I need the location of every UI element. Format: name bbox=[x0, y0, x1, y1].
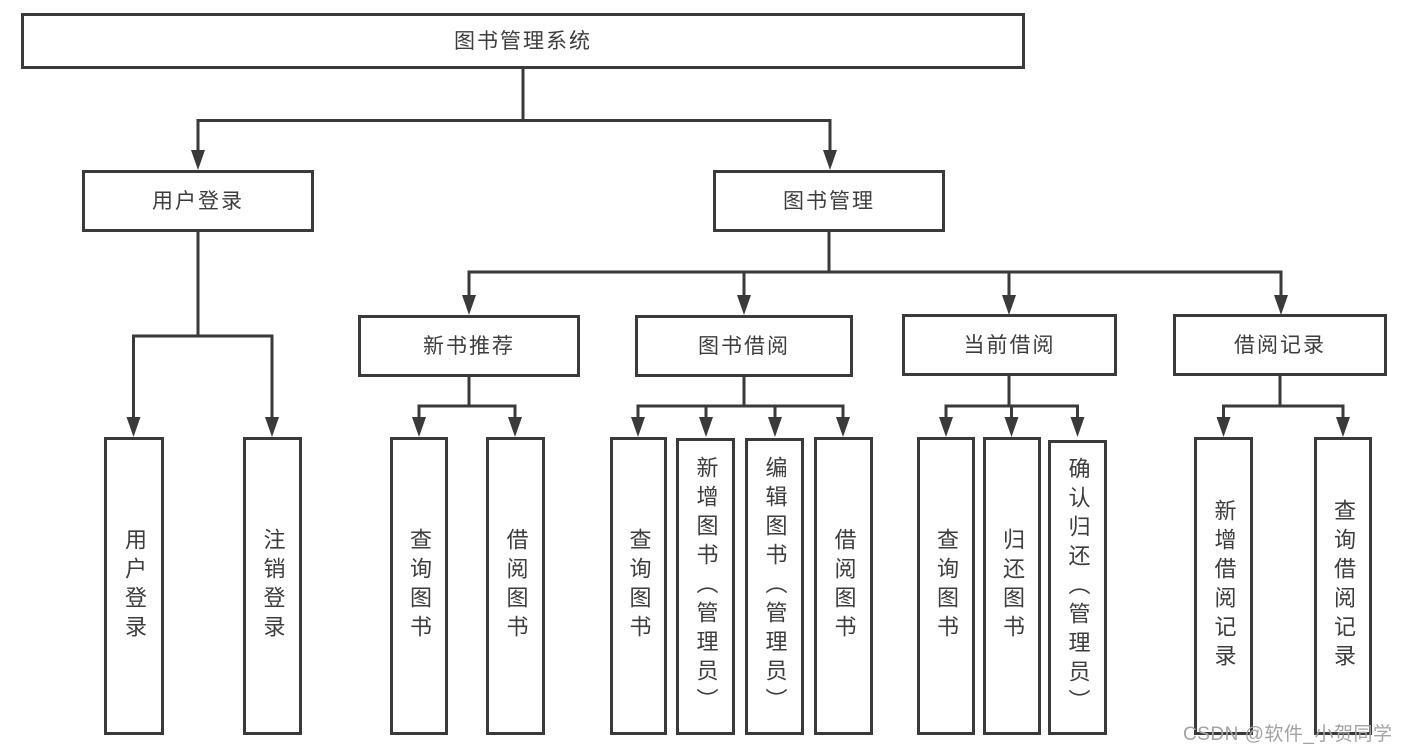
leaf-user-login: 用户登录 bbox=[104, 437, 164, 735]
leaf-confirm-return-admin: 确认归还（管理员） bbox=[1048, 440, 1107, 735]
leaf-edit-books-admin: 编辑图书（管理员） bbox=[745, 438, 804, 735]
leaf-query-books-recommend: 查询图书 bbox=[390, 437, 448, 735]
node-book-management: 图书管理 bbox=[713, 170, 945, 232]
leaf-add-borrow-record: 新增借阅记录 bbox=[1194, 437, 1253, 735]
node-book-borrowing: 图书借阅 bbox=[635, 315, 853, 377]
leaf-borrow-books-recommend: 借阅图书 bbox=[486, 437, 545, 735]
leaf-borrow-books: 借阅图书 bbox=[814, 437, 873, 735]
node-current-borrowing: 当前借阅 bbox=[902, 314, 1117, 376]
leaf-query-borrow-record: 查询借阅记录 bbox=[1314, 437, 1372, 735]
leaf-return-books: 归还图书 bbox=[983, 437, 1041, 735]
arrowheads bbox=[126, 150, 1350, 437]
connector-user-login-children bbox=[132, 232, 274, 425]
connector-new-books-children bbox=[417, 377, 517, 425]
node-new-book-recommendation: 新书推荐 bbox=[358, 315, 580, 377]
connector-borrow-records-children bbox=[1222, 376, 1345, 425]
leaf-add-books-admin: 新增图书（管理员） bbox=[676, 438, 735, 735]
node-borrowing-records: 借阅记录 bbox=[1173, 314, 1387, 376]
connector-book-borrow-children bbox=[636, 377, 845, 425]
connector-book-management-children bbox=[467, 232, 1283, 303]
leaf-logout: 注销登录 bbox=[243, 437, 302, 735]
csdn-watermark: CSDN @软件_小贺同学 bbox=[1183, 724, 1393, 745]
leaf-query-books-current: 查询图书 bbox=[917, 437, 975, 735]
connector-current-borrow-children bbox=[944, 376, 1079, 425]
node-root-library-management-system: 图书管理系统 bbox=[21, 13, 1025, 69]
node-user-login: 用户登录 bbox=[82, 170, 314, 232]
connector-root-to-level2 bbox=[196, 69, 832, 158]
leaf-query-books-borrow: 查询图书 bbox=[610, 437, 667, 735]
